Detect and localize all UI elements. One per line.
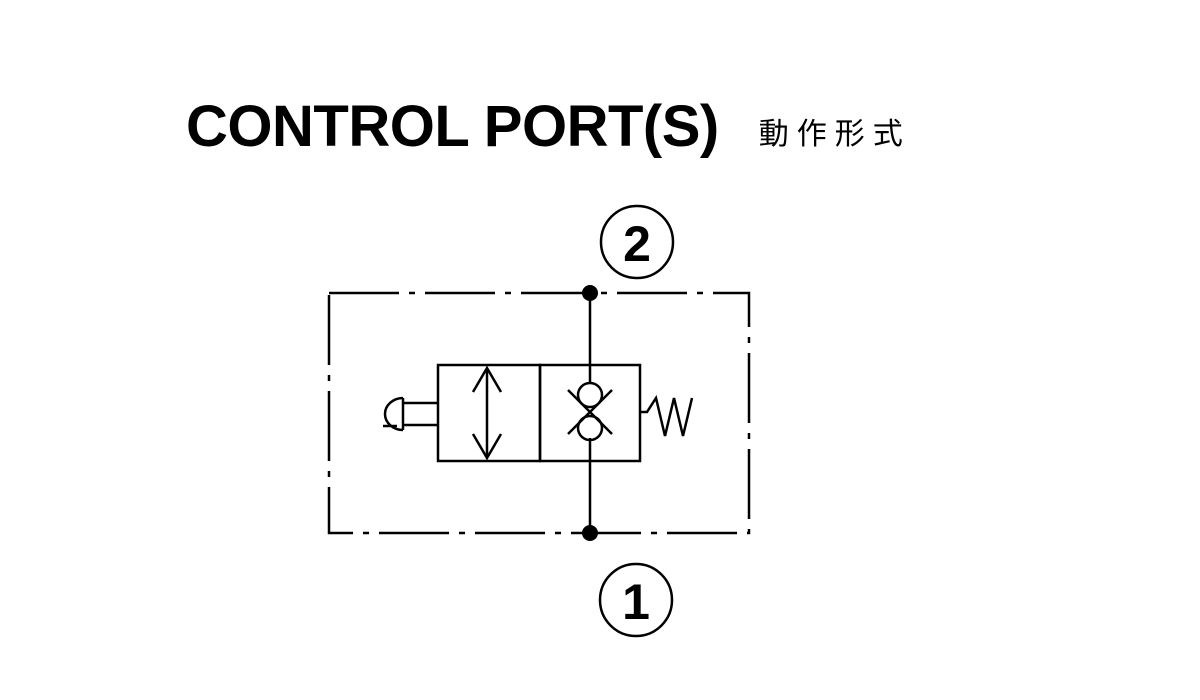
- port-1-circle: [598, 562, 674, 638]
- port-2-label: 2: [623, 216, 651, 272]
- manual-push-button-actuator-icon: [383, 396, 438, 432]
- spring-return-icon: [640, 394, 694, 437]
- bidirectional-flow-arrow-icon: [471, 365, 503, 461]
- valve-envelope-left: [436, 363, 542, 463]
- port-2-marker: 2: [599, 204, 675, 280]
- port-2-circle: [599, 204, 675, 280]
- port-1-marker: 1: [598, 562, 674, 638]
- title-row: CONTROL PORT(S) 動作形式: [186, 86, 911, 166]
- page-subtitle: 動作形式: [758, 117, 911, 152]
- port-1-label: 1: [622, 574, 650, 630]
- page-title: CONTROL PORT(S): [186, 93, 719, 159]
- enclosure-boundary: [327, 291, 751, 535]
- check-valve-ball-icon: [567, 381, 613, 442]
